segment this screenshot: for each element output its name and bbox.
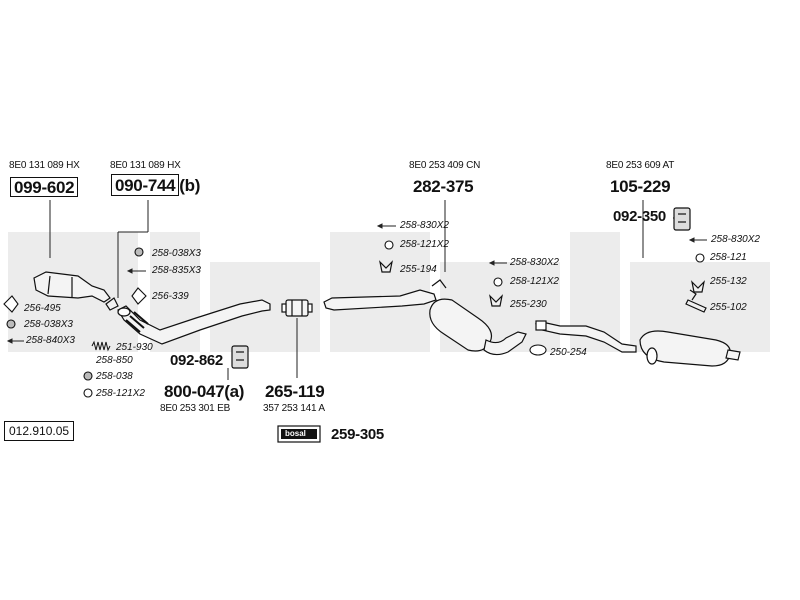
- part-number-mount-rear[interactable]: 092-350: [613, 208, 666, 225]
- accessory-label[interactable]: 256-495: [24, 303, 61, 314]
- accessory-label[interactable]: 258-121: [710, 252, 747, 263]
- accessory-arrows: [6, 223, 707, 344]
- diagram-reference: 012.910.05: [4, 421, 75, 441]
- accessory-label[interactable]: 258-830X2: [510, 257, 559, 268]
- rear-silencer-icon: [534, 289, 741, 367]
- part-number-mount-front[interactable]: 092-862: [170, 352, 223, 369]
- oem-number: 8E0 131 089 HX: [110, 160, 181, 171]
- accessory-label[interactable]: 258-830X2: [400, 220, 449, 231]
- oem-number: 8E0 253 409 CN: [409, 160, 481, 171]
- accessory-label[interactable]: 255-230: [510, 299, 547, 310]
- catalytic-converter-icon: [33, 271, 111, 303]
- oem-number: 8E0 253 609 AT: [606, 160, 675, 171]
- accessory-label[interactable]: 255-194: [400, 264, 437, 275]
- oem-number: 357 253 141 A: [263, 403, 325, 414]
- accessory-label[interactable]: 258-038: [96, 371, 133, 382]
- center-silencer-icon: [323, 279, 527, 356]
- leader-lines: [49, 200, 681, 380]
- part-number-catalyst[interactable]: 099-602: [10, 177, 79, 197]
- part-number-rear-silencer[interactable]: 105-229: [610, 177, 671, 196]
- accessory-label[interactable]: 258-121X2: [510, 276, 559, 287]
- oem-number: 8E0 131 089 HX: [9, 160, 80, 171]
- part-number-box: 090-744: [111, 174, 180, 196]
- pipe-clamp-icon: [281, 299, 313, 317]
- accessory-label[interactable]: 258-830X2: [711, 234, 760, 245]
- spring-icon: [91, 340, 111, 352]
- oem-number: 8E0 253 301 EB: [160, 403, 231, 414]
- accessory-label[interactable]: 258-038X3: [152, 248, 201, 259]
- front-pipe-icon: [117, 299, 271, 345]
- part-number-kit[interactable]: 259-305: [331, 426, 384, 443]
- accessory-label[interactable]: 258-121X2: [96, 388, 145, 399]
- hanger-icons: [105, 260, 707, 313]
- accessory-label[interactable]: 258-850: [96, 355, 133, 366]
- part-number-front-pipe[interactable]: 800-047(a): [164, 382, 245, 401]
- accessory-label[interactable]: 258-121X2: [400, 239, 449, 250]
- accessory-label[interactable]: 250-254: [550, 347, 587, 358]
- rubber-mount-icon: [231, 207, 691, 369]
- accessory-label[interactable]: 258-835X3: [152, 265, 201, 276]
- accessory-label[interactable]: 255-102: [710, 302, 747, 313]
- part-number-catalyst-b[interactable]: 090-744(b): [111, 174, 201, 196]
- accessory-label[interactable]: 256-339: [152, 291, 189, 302]
- accessory-label[interactable]: 251-930: [116, 342, 153, 353]
- part-number-clamp[interactable]: 265-119: [265, 382, 325, 401]
- accessory-label[interactable]: 258-840X3: [26, 335, 75, 346]
- brand-label: bosal: [285, 429, 306, 438]
- part-number-middle-silencer[interactable]: 282-375: [413, 177, 474, 196]
- bosal-kit-plate: [277, 425, 321, 443]
- gasket-icons: [3, 240, 705, 398]
- accessory-label[interactable]: 258-038X3: [24, 319, 73, 330]
- accessory-label[interactable]: 255-132: [710, 276, 747, 287]
- part-suffix: (b): [179, 176, 201, 195]
